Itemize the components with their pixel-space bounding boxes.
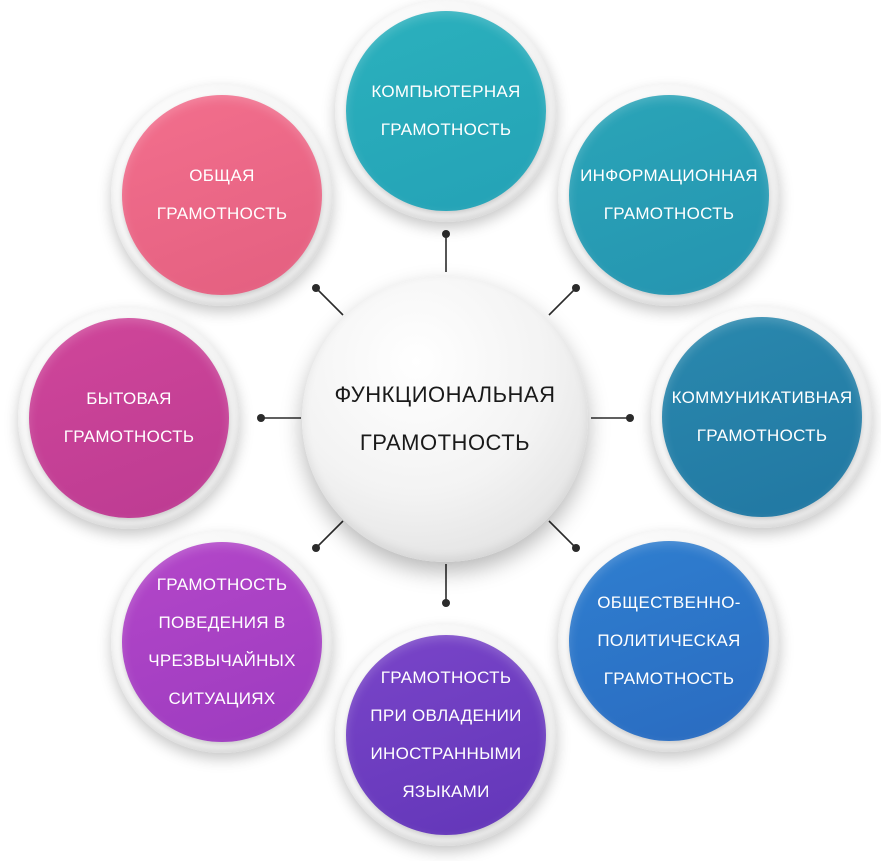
connector-line-emergency xyxy=(315,520,344,549)
connector-dot-communicative xyxy=(626,414,634,422)
node-information-literacy: ИНФОРМАЦИОННАЯ ГРАМОТНОСТЬ xyxy=(569,95,769,295)
center-label: ФУНКЦИОНАЛЬНАЯ ГРАМОТНОСТЬ xyxy=(334,382,556,455)
node-label: КОМПЬЮТЕРНАЯ ГРАМОТНОСТЬ xyxy=(371,82,521,139)
center-node-functional-literacy: ФУНКЦИОНАЛЬНАЯ ГРАМОТНОСТЬ xyxy=(302,276,588,562)
node-label: ГРАМОТНОСТЬ ПОВЕДЕНИЯ В ЧРЕЗВЫЧАЙНЫХ СИТ… xyxy=(148,575,296,708)
node-label: ИНФОРМАЦИОННАЯ ГРАМОТНОСТЬ xyxy=(580,166,758,223)
node-label: КОММУНИКАТИВНАЯ ГРАМОТНОСТЬ xyxy=(671,388,853,445)
node-label: ОБЩЕСТВЕННО- ПОЛИТИЧЕСКАЯ ГРАМОТНОСТЬ xyxy=(597,593,741,688)
connector-dot-everyday xyxy=(257,414,265,422)
node-label: БЫТОВАЯ ГРАМОТНОСТЬ xyxy=(63,389,195,446)
connector-line-information xyxy=(548,287,577,316)
node-emergency-behavior-literacy: ГРАМОТНОСТЬ ПОВЕДЕНИЯ В ЧРЕЗВЫЧАЙНЫХ СИТ… xyxy=(122,542,322,742)
connector-dot-computer xyxy=(442,230,450,238)
connector-dot-information xyxy=(572,284,580,292)
node-everyday-literacy: БЫТОВАЯ ГРАМОТНОСТЬ xyxy=(29,318,229,518)
node-label: ОБЩАЯ ГРАМОТНОСТЬ xyxy=(156,166,288,223)
node-general-literacy: ОБЩАЯ ГРАМОТНОСТЬ xyxy=(122,95,322,295)
connector-dot-emergency xyxy=(312,544,320,552)
node-foreign-languages-literacy: ГРАМОТНОСТЬ ПРИ ОВЛАДЕНИИ ИНОСТРАННЫМИ Я… xyxy=(346,635,546,835)
connector-line-socio-political xyxy=(548,520,577,549)
connector-dot-socio-political xyxy=(572,544,580,552)
node-communicative-literacy: КОММУНИКАТИВНАЯ ГРАМОТНОСТЬ xyxy=(662,317,862,517)
node-computer-literacy: КОМПЬЮТЕРНАЯ ГРАМОТНОСТЬ xyxy=(346,11,546,211)
connector-dot-general xyxy=(312,284,320,292)
connector-dot-foreign-languages xyxy=(442,599,450,607)
node-socio-political-literacy: ОБЩЕСТВЕННО- ПОЛИТИЧЕСКАЯ ГРАМОТНОСТЬ xyxy=(569,541,769,741)
connector-line-general xyxy=(315,287,344,316)
node-label: ГРАМОТНОСТЬ ПРИ ОВЛАДЕНИИ ИНОСТРАННЫМИ Я… xyxy=(370,668,522,801)
